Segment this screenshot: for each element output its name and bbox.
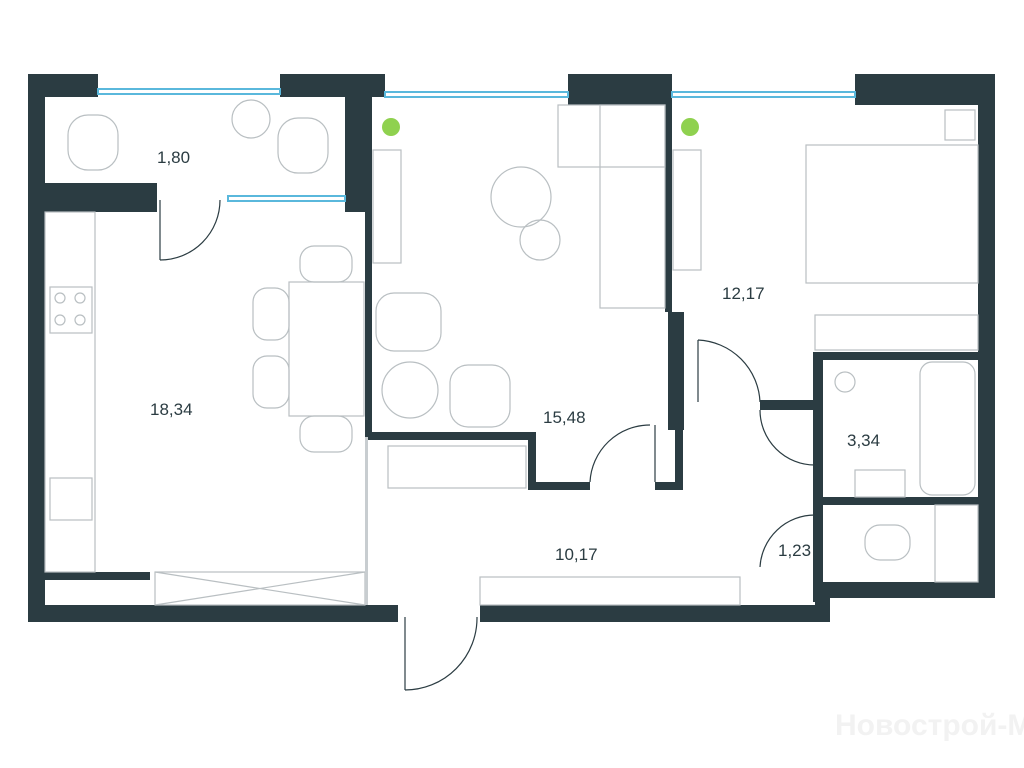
- room-area-hallway: 10,17: [555, 545, 598, 564]
- plant-icon: [681, 118, 699, 136]
- room-area-balcony: 1,80: [157, 148, 190, 167]
- plant-icon: [382, 118, 400, 136]
- room-area-kitchen: 18,34: [150, 400, 193, 419]
- room-area-toilet: 1,23: [778, 541, 811, 560]
- room-area-living-room: 15,48: [543, 408, 586, 427]
- plants: [382, 118, 699, 136]
- walls: [28, 74, 995, 622]
- watermark: Новострой-М: [835, 709, 1024, 742]
- room-area-bathroom: 3,34: [847, 431, 880, 450]
- doors: [159, 199, 816, 691]
- room-area-bedroom: 12,17: [722, 284, 765, 303]
- windows: [97, 88, 856, 202]
- furniture: [44, 99, 979, 606]
- room-labels: 1,80 18,34 15,48 12,17 10,17 3,34 1,23: [150, 148, 880, 564]
